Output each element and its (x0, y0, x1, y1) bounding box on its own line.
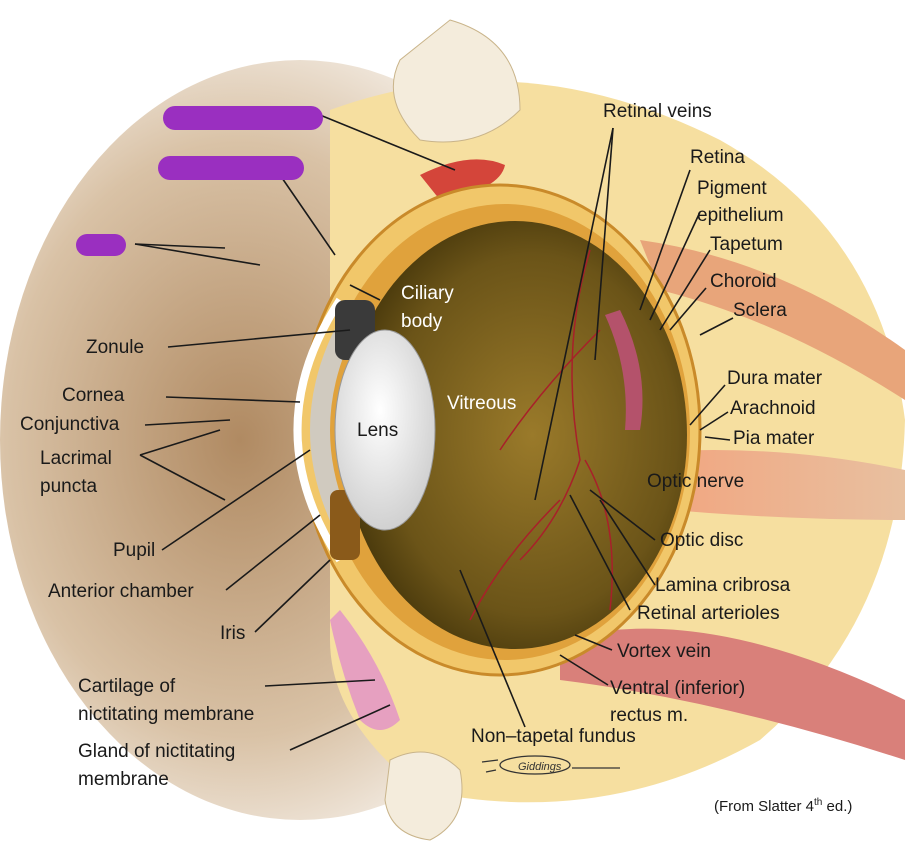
ventral-rectus-muscle (560, 628, 905, 760)
retinal-layers (605, 310, 643, 430)
label-pigment-epithelium-line2: epithelium (697, 205, 784, 226)
label-zonule: Zonule (86, 337, 145, 358)
label-sclera: Sclera (733, 300, 787, 321)
label-cornea: Cornea (62, 385, 125, 406)
credit-prefix: (From Slatter 4 (714, 798, 815, 815)
frontal-bone (392, 19, 521, 143)
label-tapetum: Tapetum (710, 234, 783, 255)
label-retinal-arterioles: Retinal arterioles (637, 603, 780, 624)
label-lamina-cribrosa: Lamina cribrosa (655, 575, 791, 596)
lacrimal-gland (420, 159, 505, 200)
label-arachnoid: Arachnoid (730, 398, 816, 419)
signature-mark (481, 755, 620, 775)
credit-superscript: th (814, 797, 823, 808)
label-ventral-rectus-line2: rectus m. (610, 705, 689, 726)
lens-shape (334, 329, 436, 531)
label-dura-mater: Dura mater (727, 368, 823, 389)
dorsal-muscle (640, 240, 905, 400)
label-lens: Lens (357, 420, 399, 441)
leader-lines (134, 114, 734, 751)
nictitating-membrane (330, 610, 400, 730)
label-pigment-epithelium-line1: Pigment (697, 178, 767, 199)
label-cartilage-line2: nictitating membrane (78, 704, 255, 725)
label-gland-line1: Gland of nictitating (78, 741, 236, 762)
label-non-tapetal-fundus: Non–tapetal fundus (471, 726, 636, 747)
redaction-mark-1 (163, 106, 323, 130)
retinal-vessels (469, 249, 613, 621)
source-credit: (From Slatter 4th ed.) (714, 792, 852, 818)
label-optic-disc: Optic disc (660, 530, 744, 551)
iris-shape (330, 490, 360, 560)
label-choroid: Choroid (710, 271, 777, 292)
label-anterior-chamber: Anterior chamber (48, 581, 194, 602)
label-pia-mater: Pia mater (733, 428, 815, 449)
label-ciliary-body-line2: body (401, 311, 443, 332)
label-cartilage-line1: Cartilage of (78, 676, 176, 697)
cornea-shape (293, 297, 344, 563)
label-gland-line2: membrane (78, 769, 169, 790)
label-retinal-veins: Retinal veins (603, 101, 712, 122)
label-ciliary-body-line1: Ciliary (401, 283, 454, 304)
label-lacrimal-puncta-line2: puncta (40, 476, 98, 497)
zygomatic-bone (384, 751, 463, 841)
label-vortex-vein: Vortex vein (617, 641, 711, 662)
vitreous-body (343, 221, 687, 649)
label-lacrimal-puncta-line1: Lacrimal (40, 448, 112, 469)
credit-suffix: ed.) (822, 798, 853, 815)
label-ventral-rectus-line1: Ventral (inferior) (610, 678, 746, 699)
label-vitreous: Vitreous (447, 393, 517, 414)
redaction-mark-2 (158, 156, 304, 180)
redaction-mark-3 (76, 234, 126, 256)
label-conjunctiva: Conjunctiva (20, 414, 120, 435)
label-optic-nerve: Optic nerve (647, 471, 745, 492)
label-iris: Iris (220, 623, 246, 644)
label-retina: Retina (690, 147, 745, 168)
anterior-chamber-shape (310, 310, 360, 550)
signature-text: Giddings (518, 761, 562, 773)
label-pupil: Pupil (113, 540, 156, 561)
